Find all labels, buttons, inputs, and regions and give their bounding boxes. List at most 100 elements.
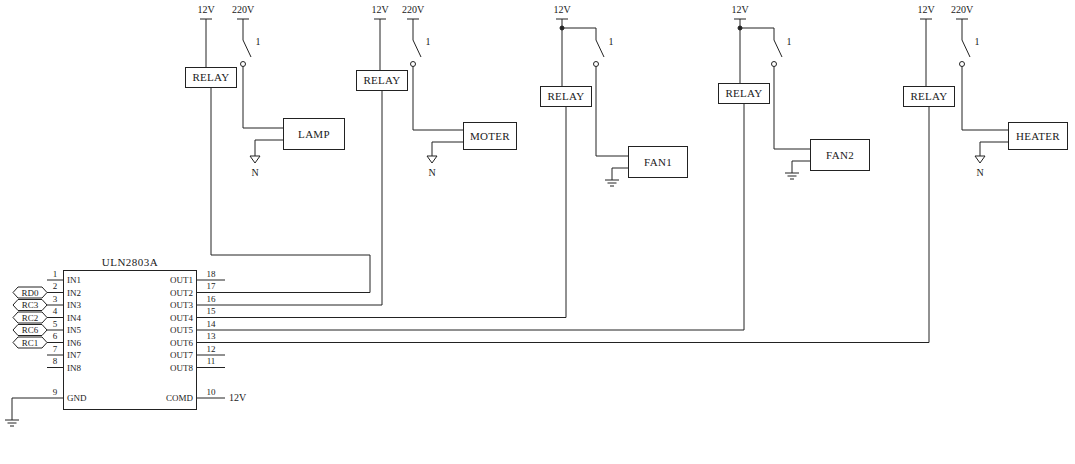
pin-name: OUT6	[170, 338, 193, 347]
pin-stub	[197, 280, 225, 281]
pin-number: 4	[52, 307, 59, 316]
pin-number: 1	[52, 269, 59, 278]
load-box: FAN2	[810, 139, 870, 171]
switch-number: 1	[426, 37, 431, 47]
neutral-label: N	[428, 168, 435, 178]
switch-blade	[596, 40, 604, 57]
box-label: RELAY	[192, 71, 229, 83]
supply-wire	[734, 19, 774, 83]
box-label: FAN1	[644, 156, 672, 168]
pin-number: 9	[52, 387, 59, 396]
supply-label: 12V	[371, 5, 388, 15]
signal-wire	[197, 88, 370, 293]
signal-flag	[13, 337, 47, 348]
box-label: MOTER	[470, 130, 510, 142]
supply-label: 12V	[197, 5, 214, 15]
mains-wire	[956, 19, 968, 40]
pin-name: OUT4	[170, 313, 193, 322]
pin-name: IN6	[67, 338, 81, 347]
switch-number: 1	[787, 37, 792, 47]
supply-label: 12V	[917, 5, 934, 15]
pin-stub	[47, 355, 63, 356]
pin-name: COMD	[166, 394, 193, 403]
signal-name: RC1	[22, 338, 39, 347]
signal-wire	[197, 91, 382, 305]
load-box: LAMP	[283, 118, 345, 150]
ground-symbol	[605, 180, 619, 186]
supply-wire	[200, 19, 212, 67]
load-wire	[596, 67, 628, 181]
switch-contact	[772, 62, 777, 67]
switch-blade	[413, 40, 421, 57]
supply-label: 220V	[402, 5, 424, 15]
pin-stub	[47, 342, 63, 343]
supply-label: 12V	[553, 5, 570, 15]
pin-name: IN1	[67, 276, 81, 285]
switch-blade	[243, 40, 251, 57]
wiring	[5, 19, 1008, 426]
load-box: HEATER	[1008, 122, 1068, 150]
pin-name: IN3	[67, 301, 81, 310]
relay-box: RELAY	[356, 70, 408, 91]
signal-name: RD0	[21, 288, 38, 297]
mains-wire	[237, 19, 249, 40]
pin-name: OUT8	[170, 363, 193, 372]
chip-name: ULN2803A	[102, 256, 159, 268]
pin-number: 10	[206, 387, 217, 396]
signal-name: RC2	[22, 313, 39, 322]
signal-wire	[197, 104, 744, 330]
pin-name: OUT1	[170, 276, 193, 285]
relay-box: RELAY	[185, 67, 237, 88]
switch-number: 1	[975, 37, 980, 47]
pin-name: IN7	[67, 351, 81, 360]
pin-number: 2	[52, 282, 59, 291]
switch-contact	[411, 62, 416, 67]
load-box: FAN1	[628, 146, 688, 178]
supply-wire	[920, 19, 932, 86]
pin-stub	[197, 355, 225, 356]
gnd-wire	[12, 398, 63, 420]
switch-number: 1	[256, 37, 261, 47]
signal-name: RC3	[22, 301, 39, 310]
pin-number: 18	[206, 269, 217, 278]
relay-box: RELAY	[540, 86, 592, 107]
box-label: RELAY	[910, 90, 947, 102]
pin-stub	[197, 367, 225, 368]
pin-number: 17	[206, 282, 217, 291]
pin-stub	[47, 292, 63, 293]
supply-label: 220V	[951, 5, 973, 15]
load-wire	[962, 67, 1008, 157]
neutral-symbol	[427, 156, 437, 163]
pin-name: OUT3	[170, 301, 193, 310]
pin-name: OUT7	[170, 351, 193, 360]
pin-number: 6	[52, 332, 59, 341]
pin-number: 8	[52, 357, 59, 366]
load-wire	[243, 67, 283, 157]
supply-label: 12V	[229, 393, 246, 403]
pin-number: 3	[52, 294, 59, 303]
switch-contact	[241, 62, 246, 67]
relay-box: RELAY	[903, 86, 955, 107]
supply-wire	[556, 19, 596, 86]
neutral-label: N	[976, 168, 983, 178]
neutral-symbol	[975, 156, 985, 163]
box-label: RELAY	[547, 90, 584, 102]
signal-name: RC6	[22, 326, 39, 335]
box-label: RELAY	[725, 87, 762, 99]
mains-wire	[407, 19, 419, 40]
pin-name: OUT2	[170, 288, 193, 297]
switch-number: 1	[609, 37, 614, 47]
pin-stub	[47, 280, 63, 281]
pin-number: 11	[206, 357, 217, 366]
signal-wire	[197, 107, 929, 343]
box-label: RELAY	[363, 74, 400, 86]
switch-blade	[774, 40, 782, 57]
pin-number: 14	[206, 319, 217, 328]
pin-stub	[47, 330, 63, 331]
ground-symbol	[5, 420, 19, 426]
load-wire	[774, 67, 810, 174]
supply-label: 220V	[232, 5, 254, 15]
pin-name: IN4	[67, 313, 81, 322]
pin-stub	[47, 317, 63, 318]
